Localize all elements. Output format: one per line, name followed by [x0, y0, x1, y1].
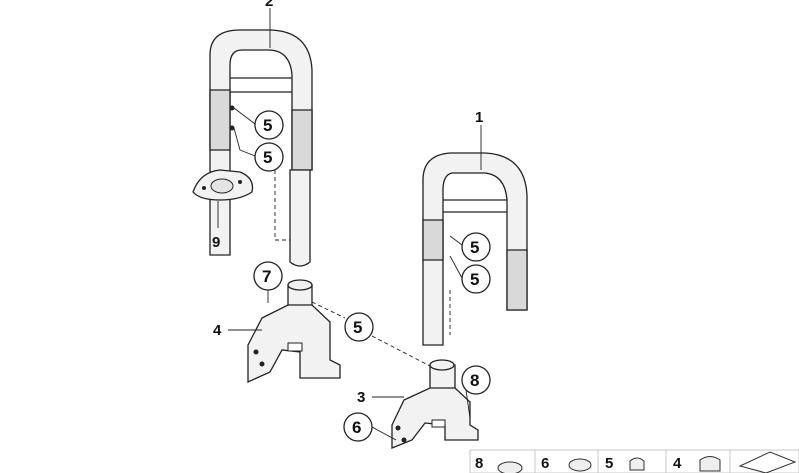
bracket-left — [247, 279, 341, 384]
callout-5-a: 5 — [254, 110, 284, 140]
svg-text:8: 8 — [470, 371, 479, 390]
label-part-3: 3 — [357, 389, 365, 406]
svg-text:5: 5 — [263, 148, 272, 167]
legend-4: 4 — [673, 455, 682, 472]
bracket-right — [391, 359, 479, 449]
svg-text:5: 5 — [470, 270, 479, 289]
svg-text:5: 5 — [263, 116, 272, 135]
svg-text:6: 6 — [352, 418, 361, 437]
label-part-4: 4 — [213, 322, 222, 339]
label-part-1: 1 — [475, 109, 483, 126]
label-part-2: 2 — [265, 0, 273, 10]
callout-5-d: 5 — [461, 264, 491, 294]
callout-5-c: 5 — [461, 232, 491, 262]
callout-7: 7 — [253, 261, 283, 291]
svg-text:7: 7 — [262, 267, 271, 286]
callout-5-e: 5 — [344, 312, 374, 342]
legend-strip: 8 6 5 4 — [469, 449, 799, 473]
svg-text:5: 5 — [353, 318, 362, 337]
svg-text:5: 5 — [470, 238, 479, 257]
roll-bar-left — [209, 29, 313, 267]
callout-5-b: 5 — [254, 142, 284, 172]
cover-plate — [192, 169, 254, 201]
callout-6: 6 — [343, 412, 373, 442]
label-part-9: 9 — [212, 234, 220, 251]
callout-8: 8 — [461, 365, 491, 395]
legend-8: 8 — [475, 455, 483, 472]
legend-5: 5 — [605, 455, 613, 472]
legend-6: 6 — [541, 455, 549, 472]
roll-bar-right — [422, 152, 528, 346]
